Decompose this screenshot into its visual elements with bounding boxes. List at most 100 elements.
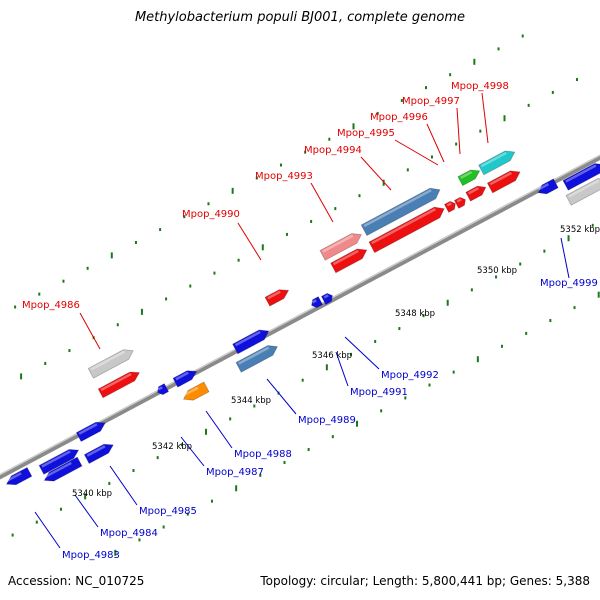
gene-arrow-shine <box>41 450 71 468</box>
gene-arrow-shine <box>363 189 432 228</box>
genes <box>4 147 600 488</box>
gene-label[interactable]: Mpop_4991 <box>350 387 408 398</box>
gene-arrow-shine <box>446 202 452 207</box>
gene-label[interactable]: Mpop_4987 <box>206 467 264 478</box>
gene-label[interactable]: Mpop_4985 <box>139 506 197 517</box>
gene-arrow-body <box>453 196 466 209</box>
accession-text: Accession: NC_010725 <box>8 574 145 588</box>
gene-arrow-shine <box>44 461 72 479</box>
gene-label[interactable]: Mpop_4999 <box>540 278 598 289</box>
gene-arrow[interactable] <box>264 286 291 307</box>
gene-arrow-shine <box>456 198 462 203</box>
scale-label: 5346 kbp <box>312 351 352 361</box>
gene-arrow[interactable] <box>83 441 115 465</box>
gene-arrow-shine <box>371 208 436 245</box>
gene-arrow[interactable] <box>4 466 33 488</box>
gene-arrow-body <box>182 381 210 401</box>
gene-arrow-shine <box>157 386 163 391</box>
gene-label[interactable]: Mpop_4992 <box>381 370 439 381</box>
gene-arrow-shine <box>538 183 549 191</box>
gene-arrow-body <box>465 185 487 202</box>
gene-label[interactable]: Mpop_4989 <box>298 415 356 426</box>
gene-arrow[interactable] <box>42 456 83 485</box>
gene-label[interactable]: Mpop_4998 <box>451 81 509 92</box>
gene-labels: Mpop_4986Mpop_4990Mpop_4993Mpop_4994Mpop… <box>22 81 598 561</box>
gene-arrow[interactable] <box>453 196 467 209</box>
gene-label[interactable]: Mpop_4997 <box>402 96 460 107</box>
gene-arrow-shine <box>183 386 199 397</box>
gene-arrow[interactable] <box>181 381 210 404</box>
label-leader-line <box>109 465 138 506</box>
gene-arrow[interactable] <box>457 166 482 187</box>
map-title: Methylobacterium populi BJ001, complete … <box>134 10 466 25</box>
gene-arrow-body <box>172 370 198 388</box>
gene-arrow-shine <box>565 164 597 183</box>
gene-arrow-body <box>157 383 170 396</box>
scale-label: 5348 kbp <box>395 309 435 319</box>
gene-arrow[interactable] <box>486 167 522 194</box>
scale-label: 5344 kbp <box>231 396 271 406</box>
label-leader-line <box>481 92 489 144</box>
gene-arrow[interactable] <box>330 245 370 274</box>
gene-arrow[interactable] <box>155 383 170 397</box>
gene-arrow-shine <box>460 170 473 179</box>
gene-arrow[interactable] <box>360 184 443 237</box>
gene-arrow[interactable] <box>97 368 142 399</box>
gene-label[interactable]: Mpop_4984 <box>100 528 158 539</box>
gene-label[interactable]: Mpop_4983 <box>62 550 120 561</box>
gene-arrow-shine <box>489 171 512 186</box>
gene-arrow-body <box>478 150 516 176</box>
gene-arrow-shine <box>322 234 354 253</box>
gene-arrow-shine <box>468 187 479 195</box>
gene-arrow-body <box>537 178 559 195</box>
gene-arrow[interactable] <box>565 175 600 206</box>
gene-arrow-body <box>235 345 279 373</box>
label-leader-line <box>335 351 349 387</box>
gene-arrow[interactable] <box>235 342 280 373</box>
gene-arrow[interactable] <box>172 367 199 388</box>
gene-arrow-body <box>457 169 481 187</box>
gene-arrow-body <box>443 200 456 213</box>
scale-label: 5350 kbp <box>477 266 517 276</box>
gene-arrow[interactable] <box>465 183 488 202</box>
gene-arrow-shine <box>480 151 507 168</box>
gene-arrow[interactable] <box>536 178 559 197</box>
label-leaders <box>34 92 570 549</box>
gene-label[interactable]: Mpop_4990 <box>182 209 240 220</box>
label-leader-line <box>360 156 392 191</box>
gene-label[interactable]: Mpop_4986 <box>22 300 80 311</box>
gene-arrow-body <box>83 443 114 465</box>
gene-arrow[interactable] <box>38 446 81 475</box>
gene-arrow[interactable] <box>368 203 447 254</box>
gene-arrow[interactable] <box>319 230 364 261</box>
gene-arrow-body <box>5 466 33 486</box>
gene-arrow[interactable] <box>562 160 600 191</box>
gene-arrow-shine <box>90 350 126 371</box>
label-leader-line <box>310 182 334 223</box>
gene-label[interactable]: Mpop_4993 <box>255 171 313 182</box>
scale-label: 5342 kbp <box>152 442 192 452</box>
gene-arrow-shine <box>234 330 261 347</box>
gene-label[interactable]: Mpop_4988 <box>234 449 292 460</box>
label-leader-line <box>74 494 99 528</box>
gene-arrow[interactable] <box>87 346 136 379</box>
gene-arrow-body <box>87 349 134 379</box>
gene-arrow-shine <box>86 445 106 457</box>
gene-label[interactable]: Mpop_4995 <box>337 128 395 139</box>
gene-arrow-body <box>562 163 600 191</box>
gene-arrow-shine <box>100 372 132 392</box>
gene-arrow[interactable] <box>443 200 457 213</box>
label-leader-line <box>456 107 461 155</box>
gene-label[interactable]: Mpop_4994 <box>304 145 362 156</box>
gene-arrow[interactable] <box>478 147 518 176</box>
gene-arrow[interactable] <box>320 292 334 305</box>
gene-arrow-body <box>368 206 445 254</box>
gene-arrow[interactable] <box>232 326 272 355</box>
gene-arrow[interactable] <box>309 296 324 310</box>
scale-label: 5352 kbp <box>560 225 600 235</box>
label-leader-line <box>394 139 439 166</box>
gene-arrow[interactable] <box>75 419 107 443</box>
gene-label[interactable]: Mpop_4996 <box>370 112 428 123</box>
gene-arrow-body <box>38 449 80 475</box>
